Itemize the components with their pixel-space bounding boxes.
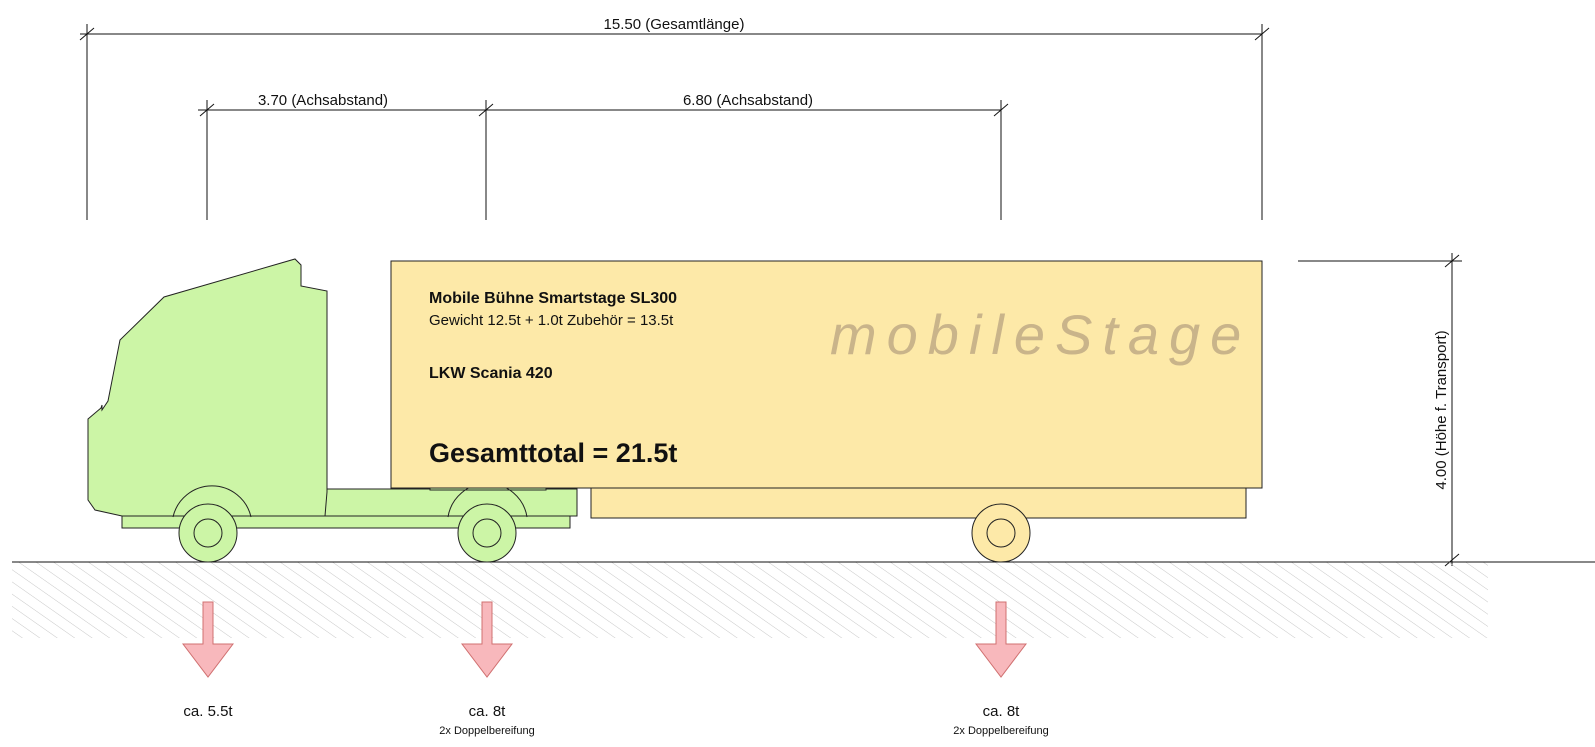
dimension-wheelbase-1 (198, 100, 494, 220)
axle-note-rear: 2x Doppelbereifung (439, 725, 534, 737)
truck-chassis-frame (324, 488, 578, 517)
wheel-rear-truck (457, 503, 517, 563)
ground-hatch (12, 562, 1488, 638)
brand-watermark: mobileStage (830, 303, 1251, 366)
truck-cab (87, 258, 328, 517)
wheel-front (178, 503, 238, 563)
truck (87, 258, 578, 529)
total-length-label: 15.50 (Gesamtlänge) (604, 16, 745, 33)
axle-load-rear: ca. 8t (469, 703, 507, 720)
load-arrow-rear-icon (460, 601, 514, 678)
stage-title: Mobile Bühne Smartstage SL300 (429, 290, 677, 307)
transport-height-label: 4.00 (Höhe f. Transport) (1433, 330, 1450, 489)
dimension-total-length (79, 24, 1270, 220)
total-weight: Gesamttotal = 21.5t (429, 438, 677, 468)
wheel-trailer (971, 503, 1031, 563)
axle-load-trailer: ca. 8t (983, 703, 1021, 720)
load-arrow-front-icon (181, 601, 235, 678)
wheelbase-1-label: 3.70 (Achsabstand) (258, 92, 388, 109)
axle-note-trailer: 2x Doppelbereifung (953, 725, 1048, 737)
dimension-wheelbase-2 (486, 100, 1009, 220)
wheelbase-2-label: 6.80 (Achsabstand) (683, 92, 813, 109)
stage-weight: Gewicht 12.5t + 1.0t Zubehör = 13.5t (429, 312, 674, 329)
front-wheel-arch (172, 485, 252, 518)
stage-box (390, 260, 1263, 489)
axle-load-front: ca. 5.5t (183, 703, 233, 720)
load-arrow-trailer-icon (974, 601, 1028, 678)
truck-model: LKW Scania 420 (429, 365, 553, 382)
